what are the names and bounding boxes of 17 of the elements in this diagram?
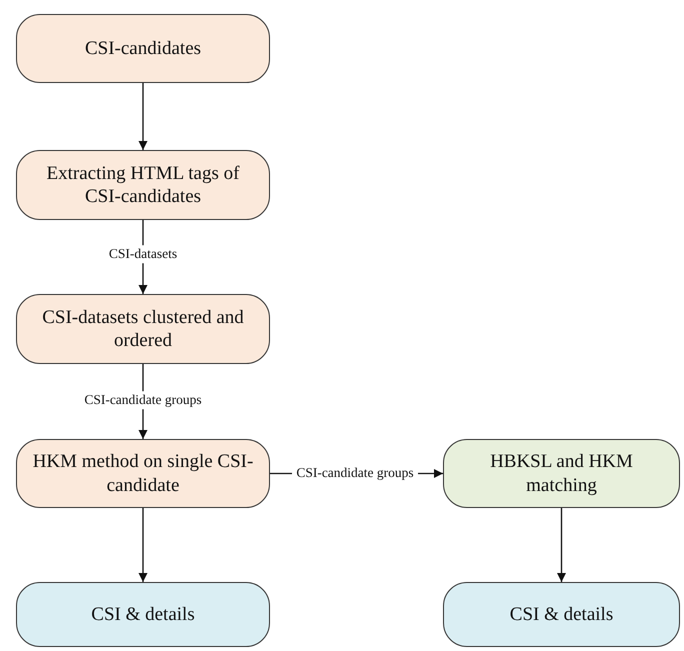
box-label: HKM method on single CSI-candidate	[32, 450, 254, 497]
box-label: CSI-candidates	[84, 36, 202, 60]
box-label: HBKSL and HKM matching	[489, 450, 634, 497]
box-label: CSI & details	[510, 602, 614, 626]
arrow	[138, 83, 148, 150]
process-box	[16, 150, 270, 220]
box-label: CSI-datasets clustered and ordered	[41, 306, 245, 352]
process-box	[16, 14, 270, 83]
box-label: CSI & details	[91, 602, 195, 626]
process-box	[16, 582, 270, 647]
process-box	[443, 582, 680, 647]
arrow	[557, 508, 566, 582]
process-box	[16, 294, 270, 364]
box-label: Extracting HTML tags of CSI-candidates	[46, 162, 240, 208]
process-box	[443, 439, 680, 508]
process-box	[16, 439, 270, 508]
arrow	[138, 508, 148, 582]
